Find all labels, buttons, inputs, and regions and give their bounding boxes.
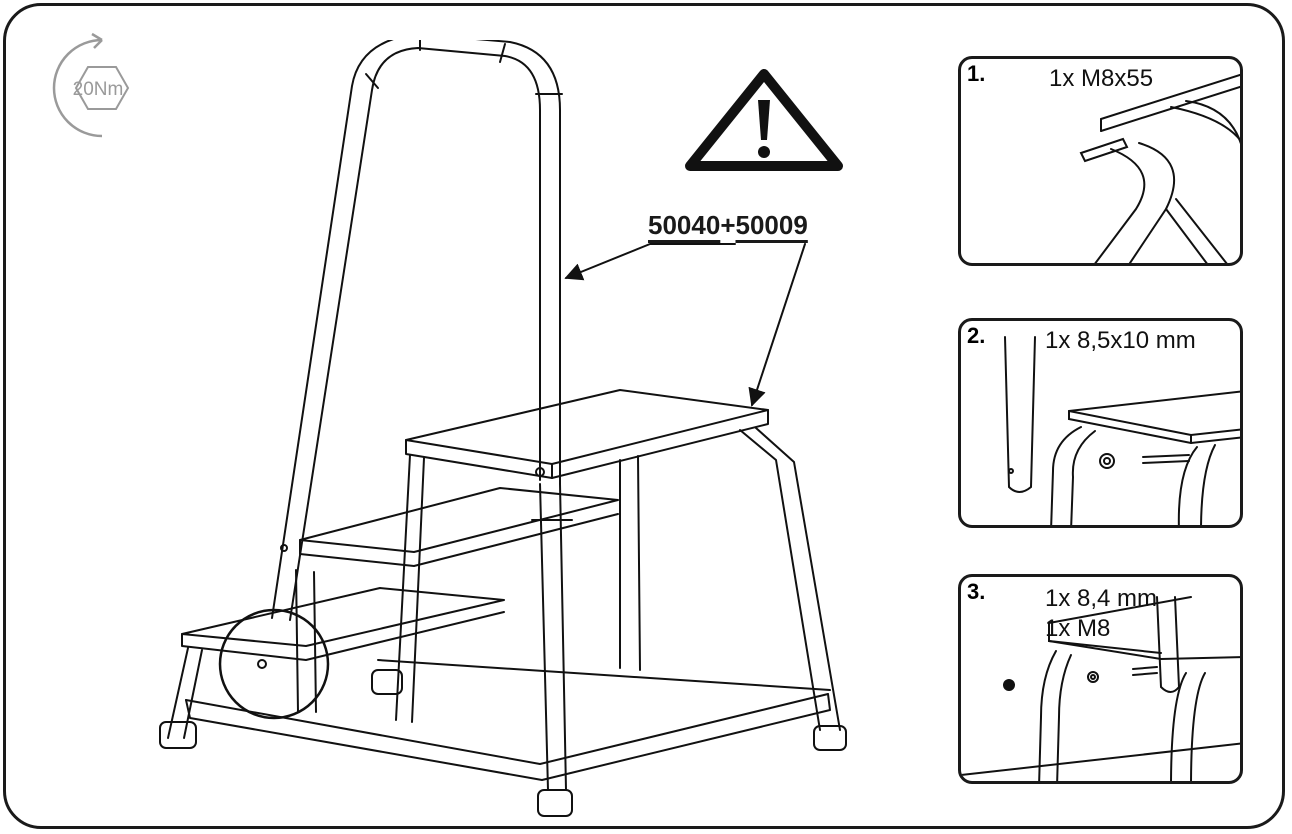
- part-number-joiner: +: [720, 210, 736, 240]
- diagram-frame: [3, 3, 1285, 829]
- detail-3-step: 3.: [967, 579, 986, 604]
- part-number-handrail: 50040: [648, 210, 721, 240]
- detail-panel-3: 3. 1x 8,4 mm 1x M8: [958, 574, 1243, 784]
- step-stool-drawing: [159, 40, 847, 817]
- torque-indicator: [40, 30, 156, 146]
- detail-1-line-1: 1x M8x55: [1049, 65, 1154, 92]
- detail-3-line-2: 1x M8: [1045, 615, 1111, 642]
- detail-2-step: 2.: [967, 323, 986, 348]
- part-numbers: 50040+50009: [648, 210, 808, 242]
- torque-icon: [52, 32, 130, 138]
- detail-3-line-1: 1x 8,4 mm: [1045, 585, 1158, 612]
- detail-panel-1: 1. 1x M8x55: [958, 56, 1243, 266]
- torque-value: 20Nm: [72, 79, 124, 100]
- part-number-step: 50009: [735, 210, 808, 240]
- warning-icon: [685, 69, 843, 171]
- detail-panel-2: 2. 1x 8,5x10 mm: [958, 318, 1243, 528]
- detail-1-step: 1.: [967, 61, 986, 86]
- detail-circle: [218, 608, 330, 720]
- detail-2-line-1: 1x 8,5x10 mm: [1045, 327, 1196, 354]
- leader-arrow-step: [748, 243, 806, 407]
- leader-arrow-handrail: [564, 243, 736, 281]
